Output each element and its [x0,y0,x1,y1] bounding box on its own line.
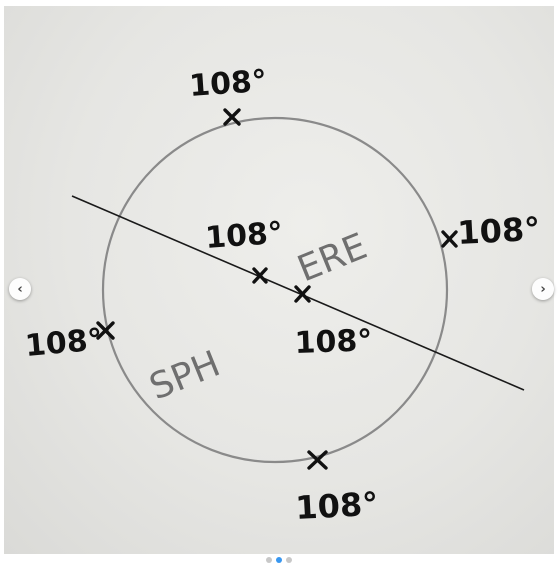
label-top: 108° [188,64,268,104]
label-right: 108° [456,210,541,252]
carousel-dot [276,557,282,563]
carousel-dot [266,557,272,563]
x-marks [96,108,458,470]
x-mark-top [223,108,241,126]
carousel-dot [286,557,292,563]
label-left: 108° [24,322,104,364]
carousel-indicator [0,557,558,563]
pencil-circle [101,116,449,464]
label-center-lower: 108° [294,323,373,361]
sphere-drawing: 108° 108° 108° 108° 108° 108° SPH ERE [24,64,541,527]
word-right: ERE [292,226,373,290]
x-mark-bottom [307,450,328,470]
chevron-left-icon: ‹ [17,281,23,297]
x-mark-center-lower [294,285,311,303]
next-slide-button[interactable]: › [532,278,554,300]
x-mark-right [441,230,458,248]
word-left: SPH [144,343,226,408]
chevron-right-icon: › [540,281,546,297]
previous-slide-button[interactable]: ‹ [9,278,31,300]
label-bottom: 108° [294,485,379,527]
x-mark-left [96,321,115,340]
x-mark-center-upper [252,267,268,284]
post-photo: 108° 108° 108° 108° 108° 108° SPH ERE [4,6,554,554]
label-center-upper: 108° [204,216,284,256]
crossing-line [71,195,525,391]
